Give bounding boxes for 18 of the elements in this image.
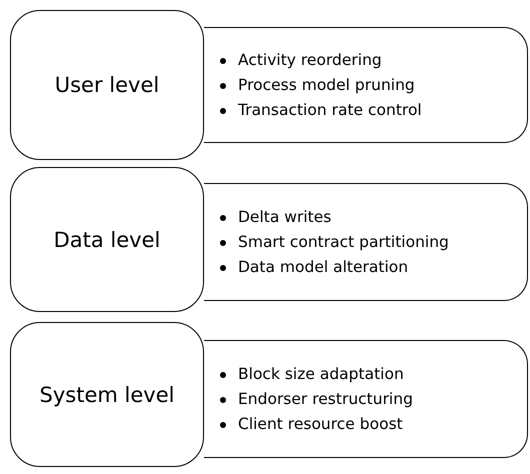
bullet-item: Block size adaptation [238, 364, 404, 382]
list-box [204, 27, 528, 143]
level-box [10, 10, 204, 160]
bullet-item: Smart contract partitioning [238, 232, 449, 250]
bullet-item: Data model alteration [238, 258, 408, 276]
level-label: User level [54, 73, 160, 97]
list-box [204, 340, 528, 458]
list-box [204, 183, 528, 301]
bullet-item: Process model pruning [238, 76, 415, 94]
level-box [10, 322, 204, 467]
level-label: System level [40, 382, 174, 406]
bullet-item: Transaction rate control [238, 100, 422, 118]
bullet-item: Delta writes [238, 208, 332, 226]
bullet-item: Client resource boost [238, 414, 403, 432]
level-box [10, 167, 204, 312]
level-label: Data level [54, 228, 160, 252]
bullet-item: Endorser restructuring [238, 390, 413, 408]
bullet-item: Activity reordering [238, 50, 382, 68]
